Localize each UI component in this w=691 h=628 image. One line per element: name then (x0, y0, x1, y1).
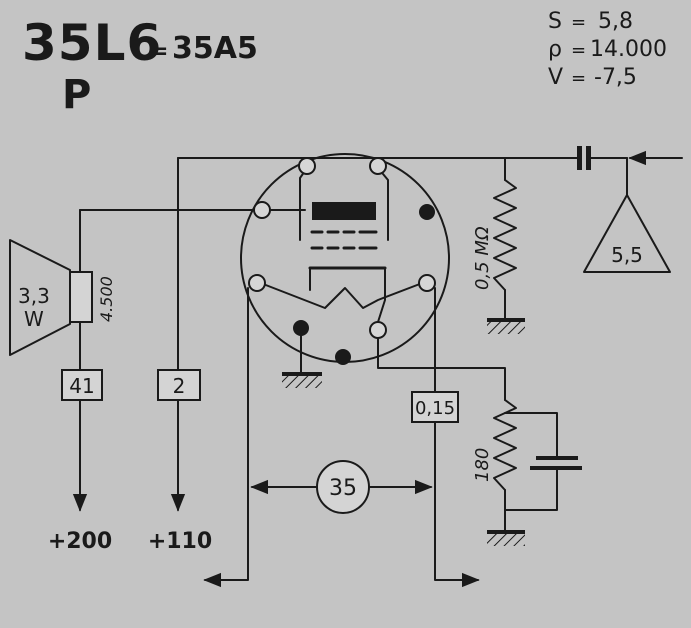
tube-envelope (240, 153, 450, 363)
gain-label: 5,5 (611, 243, 643, 267)
speaker-magnet (69, 271, 93, 323)
grid-leak-label: 0,5 MΩ (472, 226, 493, 290)
param-value: 14.000 (590, 37, 667, 62)
current-box-2 (157, 369, 201, 401)
plate-lead (299, 167, 308, 241)
cathode-resistor (493, 399, 517, 491)
cathode-resistor-label: 180 (472, 448, 493, 482)
speaker-unit-label: W (24, 307, 44, 331)
bypass-wire-lower (504, 469, 558, 511)
tube-pin (248, 274, 266, 292)
speaker-impedance-label: 4.500 (97, 276, 116, 322)
tube-pin-ground (293, 320, 309, 336)
tube-class-letter: P (62, 72, 91, 118)
tube-pin (418, 274, 436, 292)
speaker-cone (9, 239, 71, 356)
param-value: -7,5 (594, 65, 637, 90)
ground-symbol (282, 372, 322, 388)
param-symbol: V (548, 65, 563, 90)
bypass-capacitor (530, 456, 582, 470)
param-sign: = (571, 12, 586, 33)
heater-current-label: 0,15 (415, 398, 455, 419)
ground-symbol (487, 318, 525, 334)
heater-voltage-circle (316, 460, 370, 514)
speaker-power-label: 3,3 (18, 284, 50, 308)
heater-right-wire-lower (434, 421, 480, 588)
bypass-wire (504, 412, 558, 457)
grid-leak-resistor (493, 179, 517, 291)
param-sign: = (571, 68, 586, 89)
tube-key (335, 349, 351, 365)
param-value: 5,8 (598, 9, 633, 34)
cathode-connection (377, 267, 386, 323)
heater-voltage-label: 35 (329, 476, 357, 501)
cathode-wire (377, 335, 506, 401)
wiring (72, 150, 683, 588)
param-symbol: S (548, 9, 562, 34)
heater-left-wire (203, 287, 249, 588)
tube-plate (312, 202, 376, 220)
gain-triangle (583, 194, 671, 273)
param-sign: = (571, 40, 586, 61)
speaker-symbol (9, 239, 93, 356)
current-box-41-label: 41 (69, 374, 94, 398)
tube-pin-unused (419, 204, 435, 220)
equivalence-sign: = (150, 39, 168, 64)
voltage-200-label: +200 (48, 529, 112, 554)
equivalent-tube-label: 35A5 (172, 31, 258, 66)
tube-pin (298, 157, 316, 175)
current-box-41 (61, 369, 103, 401)
heater-current-box (411, 391, 459, 423)
ground-symbol (487, 530, 525, 546)
parameter-list: S = 5,8 ρ = 14.000 V = -7,5 (548, 9, 667, 90)
param-symbol: ρ (548, 37, 562, 62)
tube-pin (369, 157, 387, 175)
tube-pin (253, 201, 271, 219)
coupling-capacitor (577, 146, 591, 170)
tube-filament (257, 281, 426, 309)
tube-pin (369, 321, 387, 339)
voltage-110-label: +110 (148, 529, 212, 554)
current-box-2-label: 2 (173, 374, 186, 398)
screen-lead (377, 167, 389, 241)
tube-type-label: 35L6 (22, 14, 162, 72)
